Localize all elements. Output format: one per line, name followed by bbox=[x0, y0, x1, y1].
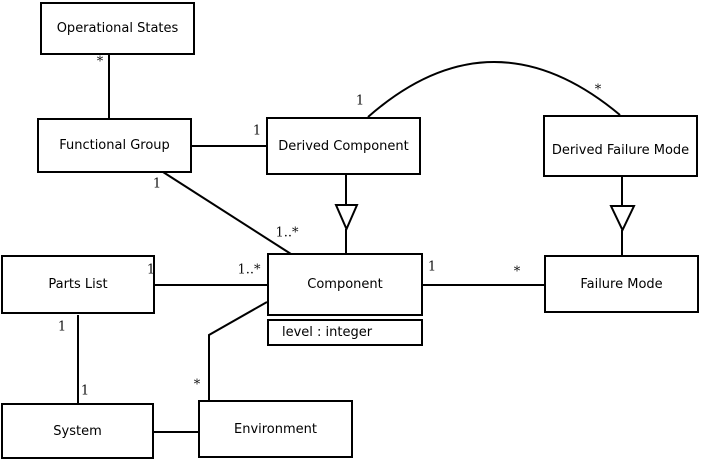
node-label: Environment bbox=[233, 421, 317, 437]
attribute-text: level : integer bbox=[282, 325, 373, 340]
node-label: Parts List bbox=[48, 277, 108, 292]
edge-arc-derived-component-derived-failure-mode bbox=[367, 61, 621, 118]
node-failure-mode: Failure Mode bbox=[544, 255, 699, 313]
node-label: Functional Group bbox=[59, 138, 170, 153]
node-label: Derived Component bbox=[278, 138, 409, 154]
node-derived-failure-mode: Derived Failure Mode bbox=[543, 115, 698, 177]
node-label: Operational States bbox=[56, 21, 179, 36]
multiplicity-parts-list-right: 1 bbox=[146, 262, 156, 278]
node-label: System bbox=[53, 423, 102, 439]
node-label: Derived Failure Mode bbox=[551, 143, 690, 158]
node-component-attributes: level : integer bbox=[267, 319, 423, 346]
node-component: Component bbox=[267, 253, 423, 316]
edge-environment-component bbox=[208, 301, 268, 400]
node-label: Component bbox=[307, 277, 383, 292]
multiplicity-functional-group-bottom: 1 bbox=[152, 176, 162, 192]
multiplicity-component-left: 1..* bbox=[237, 262, 261, 278]
node-derived-component: Derived Component bbox=[266, 117, 421, 175]
multiplicity-system-top: 1 bbox=[80, 383, 90, 399]
generalization-triangle-failure-mode-icon bbox=[609, 205, 636, 233]
node-functional-group: Functional Group bbox=[37, 118, 192, 173]
multiplicity-derived-component-left: 1 bbox=[252, 123, 262, 139]
node-parts-list: Parts List bbox=[1, 255, 155, 314]
multiplicity-parts-list-bottom: 1 bbox=[57, 319, 67, 335]
node-system: System bbox=[1, 403, 154, 459]
edge-functional-group-component bbox=[162, 171, 292, 255]
multiplicity-component-top: 1..* bbox=[275, 225, 299, 241]
generalization-triangle-component-icon bbox=[334, 204, 359, 232]
multiplicity-arc-derived-component-end: 1 bbox=[355, 93, 365, 109]
multiplicity-failure-mode-left: * bbox=[513, 264, 521, 280]
multiplicity-environment-top: * bbox=[193, 377, 201, 393]
node-environment: Environment bbox=[198, 400, 353, 458]
multiplicity-component-right: 1 bbox=[427, 259, 437, 275]
multiplicity-arc-derived-failure-mode-end: * bbox=[594, 82, 602, 98]
node-label: Failure Mode bbox=[580, 276, 663, 292]
multiplicity-operational-states-end: * bbox=[96, 54, 104, 70]
node-operational-states: Operational States bbox=[40, 2, 195, 55]
